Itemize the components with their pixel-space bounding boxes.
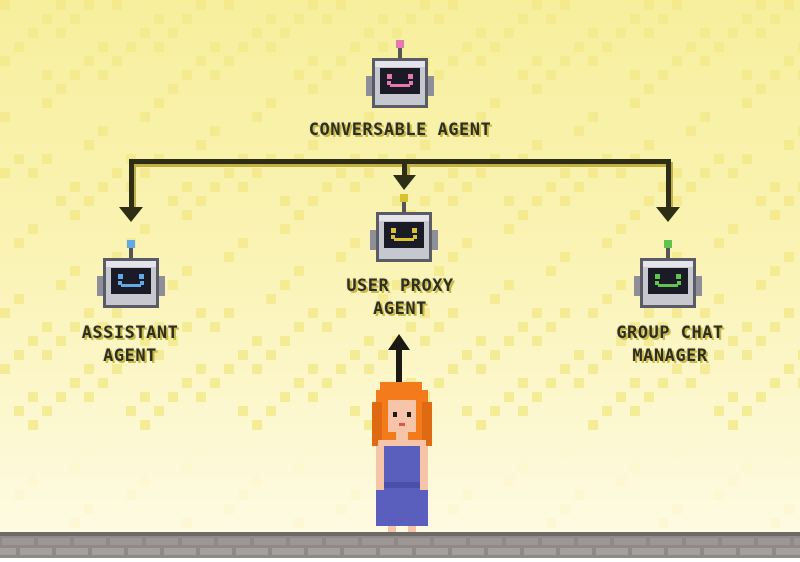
arrowhead-human-to-user-proxy [388, 334, 410, 350]
node-label-user-proxy-agent: USER PROXY AGENT [346, 276, 454, 319]
arrowhead-to-group-chat [656, 207, 680, 222]
floor-bricks [0, 538, 800, 555]
robot-icon [634, 240, 702, 308]
robot-icon [97, 240, 165, 308]
connector-horizontal [129, 159, 669, 164]
connector-to-user-proxy [402, 159, 407, 177]
connector-to-group-chat [666, 159, 671, 209]
connector-to-assistant [129, 159, 134, 209]
floor [0, 532, 800, 558]
connector-lines [119, 159, 680, 382]
arrowhead-to-assistant [119, 207, 143, 222]
robot-icon [370, 194, 438, 262]
node-label-group-chat-manager: GROUP CHAT MANAGER [616, 323, 724, 366]
node-label-conversable-agent: CONVERSABLE AGENT [308, 120, 492, 140]
arrowhead-to-user-proxy [393, 175, 416, 190]
human-icon [372, 382, 432, 548]
connector-human-to-user-proxy [396, 348, 402, 382]
robot-icons [97, 40, 702, 308]
robot-icon [366, 40, 434, 108]
node-label-assistant-agent: ASSISTANT AGENT [81, 323, 179, 366]
connector-main [129, 159, 671, 209]
